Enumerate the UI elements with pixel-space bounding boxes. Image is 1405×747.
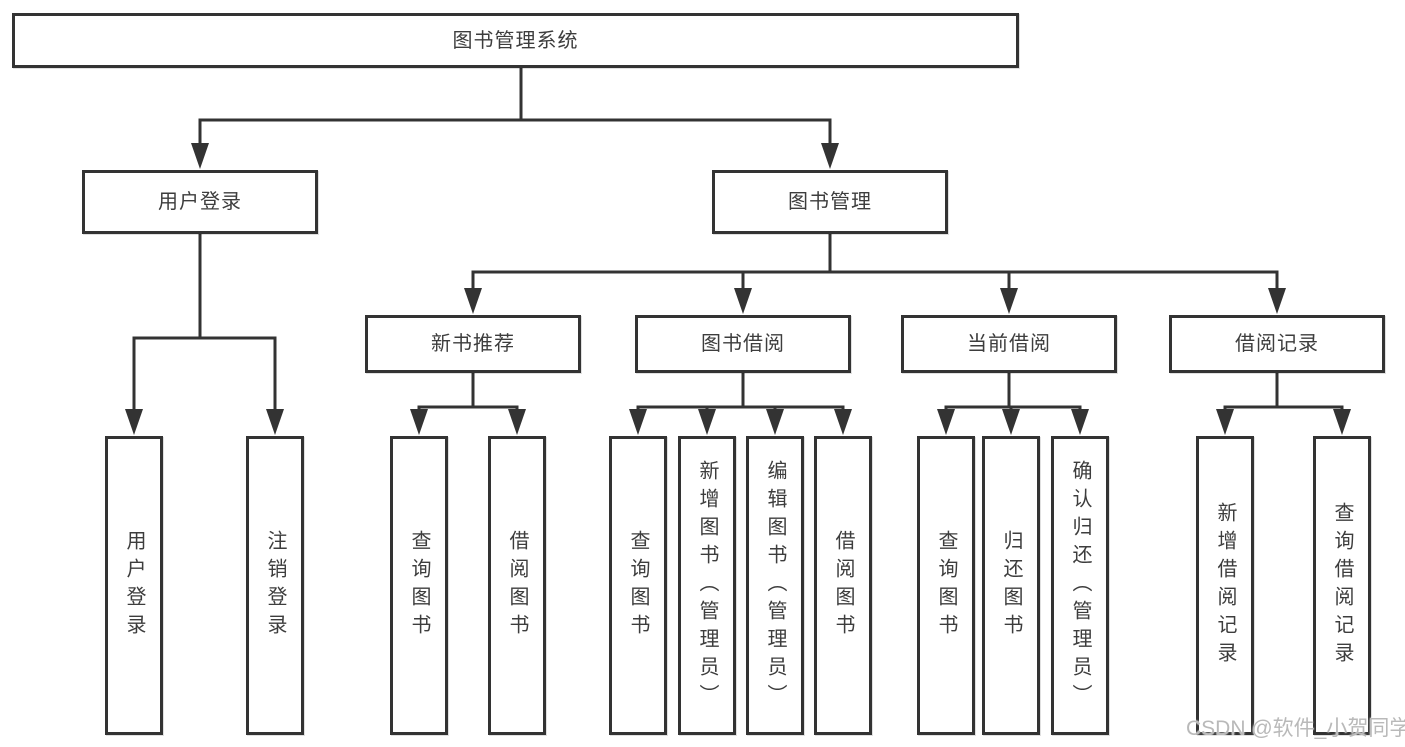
node-new-book-recommend: 新书推荐: [365, 315, 581, 373]
leaf-edit-books-admin: 编辑图书（管理员）: [746, 436, 804, 735]
arrowhead: [125, 409, 143, 435]
leaf-query-books-1: 查询图书: [390, 436, 448, 735]
arrowhead: [191, 143, 209, 169]
arrowhead: [1071, 409, 1089, 435]
node-book-borrow: 图书借阅: [635, 315, 851, 373]
edge-root-to-level2: [191, 67, 839, 169]
arrowhead: [937, 409, 955, 435]
arrowhead: [266, 409, 284, 435]
edge-book-mgmt-to-level3: [464, 234, 1286, 314]
arrowhead: [1333, 409, 1351, 435]
arrowhead: [410, 409, 428, 435]
arrowhead: [1002, 409, 1020, 435]
leaf-user-login: 用户登录: [105, 436, 163, 735]
arrowhead: [464, 288, 482, 314]
node-book-management-system: 图书管理系统: [12, 13, 1019, 68]
arrowhead: [629, 409, 647, 435]
leaf-query-books-2: 查询图书: [609, 436, 667, 735]
leaf-logout: 注销登录: [246, 436, 304, 735]
node-current-borrow: 当前借阅: [901, 315, 1117, 373]
edge-current-borrow-to-leaves: [937, 373, 1089, 435]
arrowhead: [698, 409, 716, 435]
arrowhead: [821, 143, 839, 169]
arrowhead: [508, 409, 526, 435]
leaf-add-books-admin: 新增图书（管理员）: [678, 436, 736, 735]
leaf-borrow-books-1: 借阅图书: [488, 436, 546, 735]
edge-book-borrow-to-leaves: [629, 373, 852, 435]
csdn-watermark: CSDN @软件_小贺同学: [1186, 717, 1405, 740]
leaf-return-books: 归还图书: [982, 436, 1040, 735]
edge-borrow-records-to-leaves: [1216, 373, 1351, 435]
arrowhead: [834, 409, 852, 435]
edge-new-books-to-leaves: [410, 373, 526, 435]
node-book-management-branch: 图书管理: [712, 170, 948, 234]
node-borrow-records: 借阅记录: [1169, 315, 1385, 373]
arrowhead: [734, 288, 752, 314]
leaf-borrow-books-2: 借阅图书: [814, 436, 872, 735]
arrowhead: [1000, 288, 1018, 314]
leaf-query-books-3: 查询图书: [917, 436, 975, 735]
arrowhead: [766, 409, 784, 435]
edge-user-login-to-leaves: [125, 234, 284, 435]
leaf-query-borrow-record: 查询借阅记录: [1313, 436, 1371, 735]
arrowhead: [1216, 409, 1234, 435]
leaf-confirm-return-admin: 确认归还（管理员）: [1051, 436, 1109, 735]
node-user-login-branch: 用户登录: [82, 170, 318, 234]
arrowhead: [1268, 288, 1286, 314]
leaf-add-borrow-record: 新增借阅记录: [1196, 436, 1254, 735]
